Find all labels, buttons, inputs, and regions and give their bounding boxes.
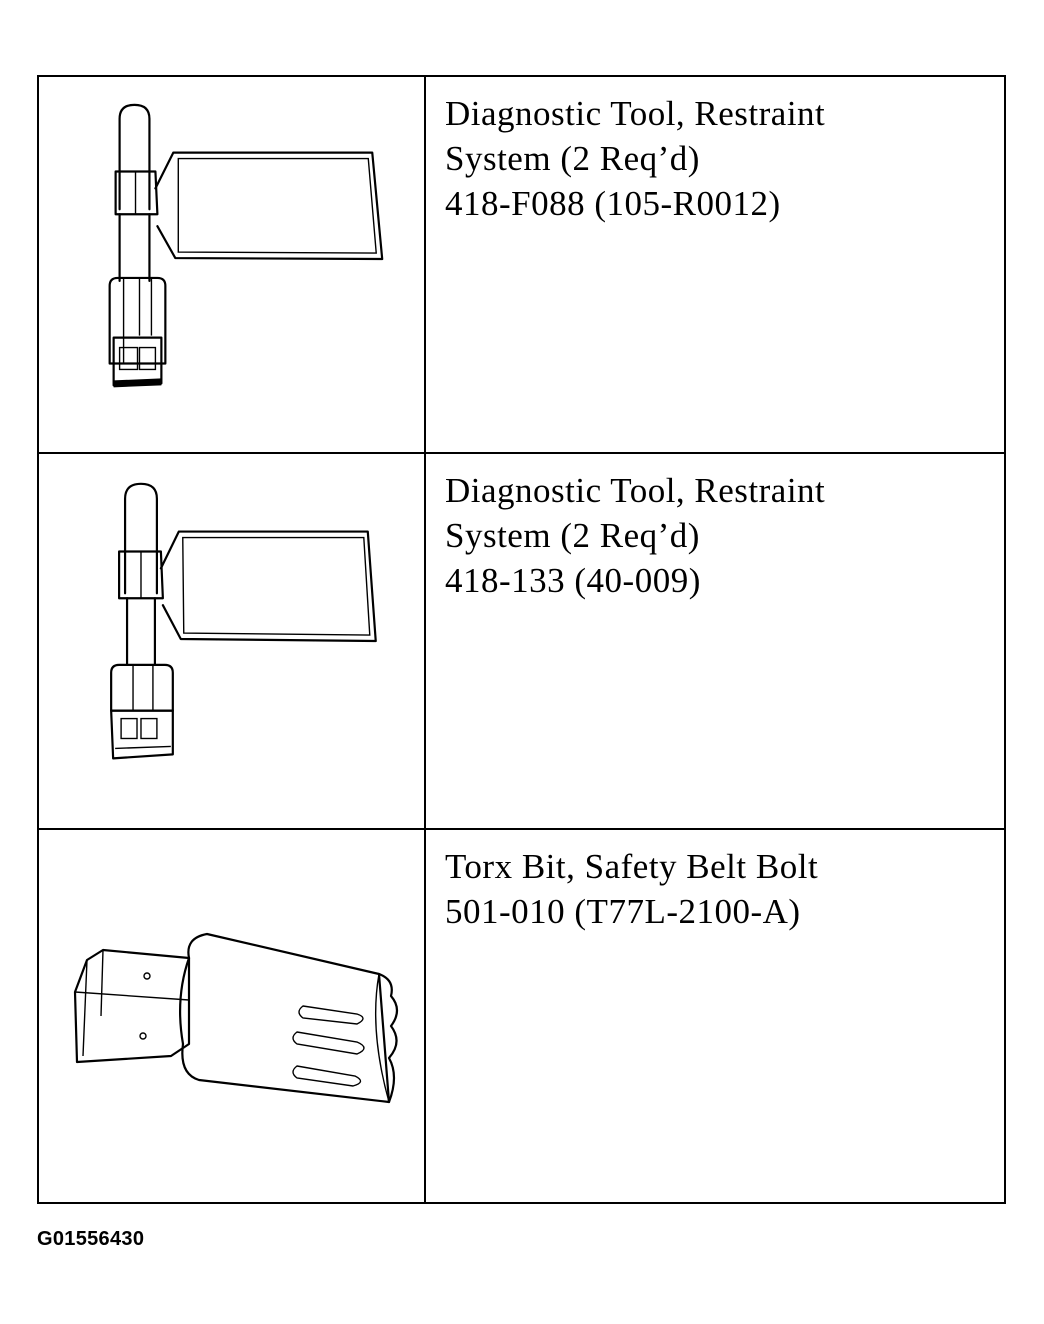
- tool-part-number: 501-010 (T77L-2100-A): [445, 892, 801, 931]
- tool-name-line: Torx Bit, Safety Belt Bolt: [445, 847, 819, 886]
- tool-name-line: System (2 Req’d): [445, 516, 700, 555]
- figure-id: G01556430: [37, 1228, 145, 1250]
- tool-illustration-cell: [39, 830, 426, 1204]
- special-tools-table: Diagnostic Tool, Restraint System (2 Req…: [37, 75, 1006, 1204]
- tool-part-number: 418-F088 (105-R0012): [445, 184, 781, 223]
- torx-bit-icon: [73, 932, 399, 1104]
- tool-row: Diagnostic Tool, Restraint System (2 Req…: [39, 454, 1004, 830]
- tool-description: Diagnostic Tool, Restraint System (2 Req…: [445, 468, 984, 603]
- restraint-diagnostic-tool-icon: [108, 103, 384, 388]
- tool-name-line: Diagnostic Tool, Restraint: [445, 471, 826, 510]
- restraint-diagnostic-tool-icon: [110, 482, 377, 760]
- tool-illustration-cell: [39, 77, 426, 452]
- tool-name-line: Diagnostic Tool, Restraint: [445, 94, 826, 133]
- tool-name-line: System (2 Req’d): [445, 139, 700, 178]
- tool-row: Diagnostic Tool, Restraint System (2 Req…: [39, 77, 1004, 454]
- tool-description: Torx Bit, Safety Belt Bolt 501-010 (T77L…: [445, 844, 984, 934]
- tool-part-number: 418-133 (40-009): [445, 561, 701, 600]
- tool-row: Torx Bit, Safety Belt Bolt 501-010 (T77L…: [39, 830, 1004, 1204]
- tool-description: Diagnostic Tool, Restraint System (2 Req…: [445, 91, 984, 226]
- tool-illustration-cell: [39, 454, 426, 828]
